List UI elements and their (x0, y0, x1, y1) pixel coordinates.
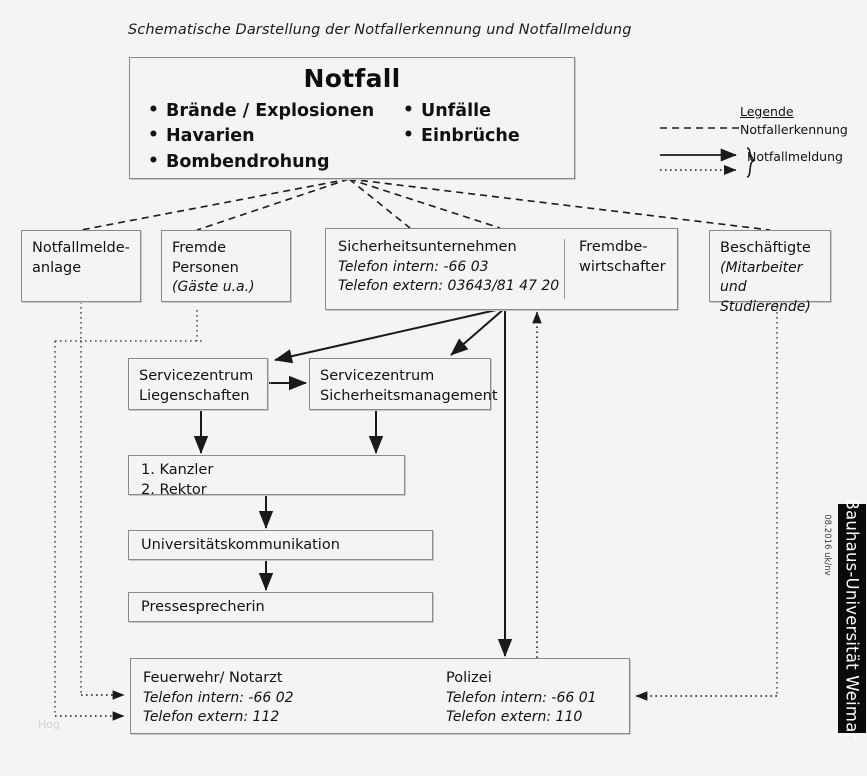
box-fremde-personen: Fremde Personen (Gäste u.a.) (161, 230, 291, 302)
box-label-line2: anlage (32, 259, 82, 276)
date-code-text: 08.2016 uk/nv (822, 514, 832, 576)
list-item: Havarien (148, 123, 403, 149)
box-subtitle: (Gäste u.a.) (172, 279, 255, 296)
box-subtitle-line2: Studierende) (720, 298, 811, 315)
dotted-arrow-to-feuerwehr (55, 690, 125, 721)
legend: Legende Notfallerkennung Notfallmeldung (655, 100, 855, 180)
box-label-line2: Liegenschaften (139, 387, 250, 404)
organisation-bar: Bauhaus-Universität Weimar (838, 498, 866, 739)
legend-label-notfallerkennung: Notfallerkennung (740, 122, 848, 137)
box-title: Polizei (446, 670, 492, 686)
box-servicezentrum-sicherheitsmanagement: Servicezentrum Sicherheitsmanagement (309, 358, 498, 410)
box-pressesprecherin: Pressesprecherin (128, 592, 433, 622)
telefon-extern: Telefon extern: 112 (143, 709, 280, 726)
organisation-name: Bauhaus-Universität Weimar (842, 497, 862, 740)
list-item: Einbrüche (403, 123, 556, 149)
box-label-line1: Notfallmelde- (32, 240, 130, 256)
list-item: Unfälle (403, 98, 556, 124)
box-label: Universitätskommunikation (141, 537, 340, 553)
watermark: Hog (38, 718, 60, 731)
telefon-intern: Telefon intern: -66 02 (143, 689, 294, 706)
page-title: Schematische Darstellung der Notfallerke… (128, 22, 632, 38)
box-subtitle-line1: (Mitarbeiter und (720, 259, 803, 296)
notfall-list-left: Brände / Explosionen Havarien Bombendroh… (148, 98, 403, 175)
notfall-heading: Notfall (303, 64, 401, 93)
box-label-line2: 2. Rektor (141, 481, 207, 498)
box-notfallmeldeanlage: Notfallmelde- anlage (21, 230, 141, 302)
box-label-line1: Servicezentrum (320, 368, 435, 384)
box-title: Feuerwehr/ Notarzt (143, 670, 283, 686)
notfallerkennung-dashed-links (80, 178, 771, 231)
telefon-extern: Telefon extern: 110 (446, 709, 583, 726)
box-label-line2: wirtschafter (579, 258, 666, 275)
box-label-line1: Servicezentrum (139, 368, 254, 384)
box-label-line1: Fremdbe- (579, 239, 648, 255)
box-title: Sicherheitsunternehmen (338, 239, 517, 255)
telefon-intern: Telefon intern: -66 03 (338, 258, 489, 275)
telefon-intern: Telefon intern: -66 01 (446, 689, 597, 706)
box-leitung: 1. Kanzler 2. Rektor (128, 455, 405, 498)
box-sicherheitsunternehmen: Sicherheitsunternehmen Telefon intern: -… (325, 228, 678, 310)
box-beschaeftigte: Beschäftigte (Mitarbeiter und Studierend… (709, 230, 831, 315)
notfall-box: Notfall Brände / Explosionen Havarien Bo… (129, 57, 575, 179)
date-code: 08.2016 uk/nv (819, 505, 835, 585)
list-item: Bombendrohung (148, 149, 403, 175)
legend-title: Legende (740, 104, 794, 119)
box-title: Fremde Personen (172, 240, 239, 276)
box-divider (564, 239, 565, 299)
telefon-extern: Telefon extern: 03643/81 47 20 (338, 278, 560, 295)
legend-label-notfallmeldung: Notfallmeldung (747, 149, 843, 164)
box-title: Beschäftigte (720, 240, 811, 256)
box-servicezentrum-liegenschaften: Servicezentrum Liegenschaften (128, 358, 268, 410)
solid-arrows-to-leitung (193, 411, 384, 591)
box-einsatzkraefte: Feuerwehr/ Notarzt Telefon intern: -66 0… (130, 658, 630, 734)
box-label: Pressesprecherin (141, 599, 265, 615)
box-label-line1: 1. Kanzler (141, 462, 214, 478)
notfall-list-right: Unfälle Einbrüche (403, 98, 556, 150)
box-label-line2: Sicherheitsmanagement (320, 387, 498, 404)
list-item: Brände / Explosionen (148, 98, 403, 124)
box-universitaetskommunikation: Universitätskommunikation (128, 530, 433, 560)
